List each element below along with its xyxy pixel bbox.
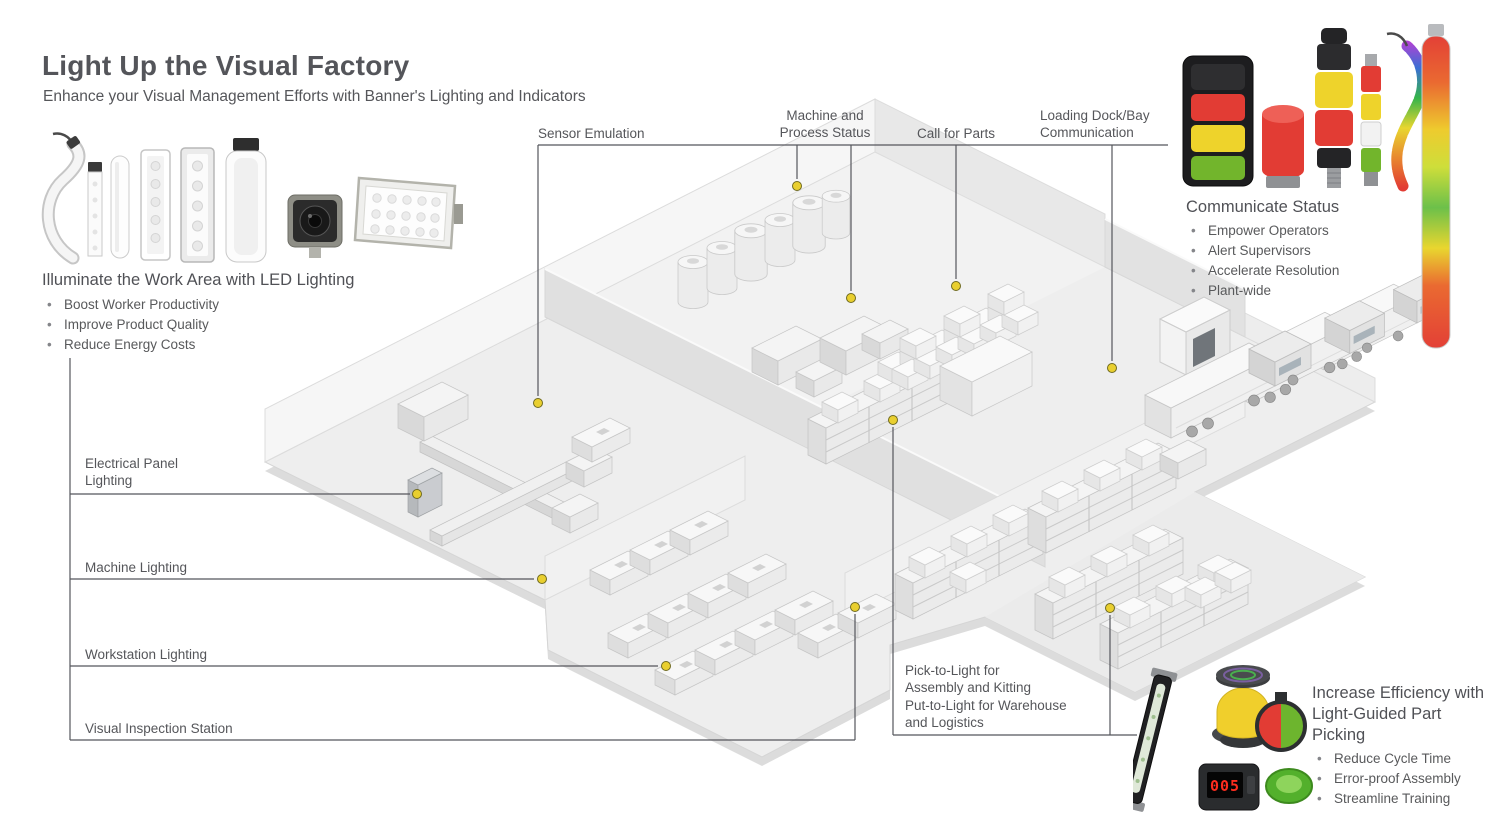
bullet-text: Accelerate Resolution [1208, 263, 1340, 278]
bullet-text: Reduce Cycle Time [1334, 751, 1452, 766]
led-tube-light-icon [110, 155, 130, 259]
callout-label-visual-inspection-station: Visual Inspection Station [85, 721, 233, 736]
bullet-dot: • [1191, 283, 1196, 298]
bullet-text: Boost Worker Productivity [64, 297, 220, 312]
status-section-heading: Communicate Status [1186, 198, 1340, 216]
callout-label-sensor-emulation: Sensor Emulation [538, 126, 645, 141]
list-item: • Improve Product Quality [47, 315, 219, 335]
work-area-light-icon [353, 176, 463, 250]
location-markers [412, 181, 1117, 671]
list-item: • Plant-wide [1191, 281, 1339, 301]
bullet-text: Error-proof Assembly [1334, 771, 1461, 786]
efficiency-bullet-list: • Reduce Cycle Time • Error-proof Assembly… [1317, 749, 1461, 809]
bi-color-indicator-icon [1255, 692, 1307, 752]
bullet-dot: • [1191, 263, 1196, 278]
callout-label-workstation-lighting: Workstation Lighting [85, 647, 208, 662]
led-section-heading: Illuminate the Work Area with LED Lighti… [42, 271, 355, 289]
callout-label-loading-dock-bay: Loading Dock/Bay Communication [1040, 108, 1150, 140]
display-readout: 005 [1210, 777, 1240, 795]
list-item: • Boost Worker Productivity [47, 295, 219, 315]
led-bar-light-icon [180, 147, 215, 263]
bullet-text: Empower Operators [1208, 223, 1329, 238]
loading-dock-door [1158, 296, 1232, 376]
spot-light-icon [287, 194, 343, 258]
callout-label-put-to-light: Put-to-Light for Warehouse and Logistics [905, 698, 1067, 730]
multicolor-strip-light-icon [1421, 24, 1451, 349]
list-item: • Empower Operators [1191, 221, 1339, 241]
callout-label-machine-process-status: Machine and Process Status [779, 108, 871, 140]
status-products [1182, 24, 1451, 349]
ez-status-indicator-icon [1182, 55, 1254, 187]
bullet-text: Improve Product Quality [64, 317, 209, 332]
bullet-text: Plant-wide [1208, 283, 1272, 298]
bullet-dot: • [47, 297, 52, 312]
page-title: Light Up the Visual Factory [42, 50, 410, 81]
list-item: • Reduce Cycle Time [1317, 749, 1461, 769]
led-bullet-list: • Boost Worker Productivity • Improve Prod… [47, 295, 219, 355]
bullet-dot: • [1191, 223, 1196, 238]
bullet-dot: • [1317, 791, 1322, 806]
digital-display-icon: 005 [1198, 763, 1260, 811]
page-subtitle: Enhance your Visual Management Efforts w… [43, 88, 586, 105]
segmented-tower-light-icon [1360, 54, 1382, 186]
tower-light-icon [1315, 28, 1353, 188]
optical-touch-button-icon [1265, 768, 1313, 804]
efficiency-section-heading: Increase Efficiency with Light-Guided Pa… [1312, 684, 1485, 744]
list-item: • Reduce Energy Costs [47, 335, 219, 355]
list-item: • Alert Supervisors [1191, 241, 1339, 261]
status-bullet-list: • Empower Operators • Alert Supervisors • A… [1191, 221, 1339, 301]
bullet-text: Alert Supervisors [1208, 243, 1311, 258]
heavy-duty-tube-light-icon [225, 138, 267, 263]
pick-products: 005 [1133, 665, 1313, 812]
flexible-rgb-strip-icon [1386, 32, 1428, 192]
mini-strip-light-icon [87, 162, 103, 257]
list-item: • Error-proof Assembly [1317, 769, 1461, 789]
callout-label-call-for-parts: Call for Parts [916, 126, 996, 141]
bullet-dot: • [1317, 751, 1322, 766]
bullet-text: Streamline Training [1334, 791, 1451, 806]
bullet-text: Reduce Energy Costs [64, 337, 196, 352]
bullet-dot: • [1317, 771, 1322, 786]
list-item: • Accelerate Resolution [1191, 261, 1339, 281]
bullet-dot: • [47, 337, 52, 352]
bullet-dot: • [1191, 243, 1196, 258]
callout-label-electrical-panel-lighting: Electrical Panel Lighting [85, 456, 179, 488]
callout-label-machine-lighting: Machine Lighting [85, 560, 188, 575]
pick-iq-sensor-bar-icon [1133, 667, 1178, 812]
flexible-led-strip-icon [41, 132, 86, 265]
led-strip-light-icon [140, 149, 171, 261]
callout-label-pick-to-light: Pick-to-Light for Assembly and Kitting [905, 663, 1032, 695]
list-item: • Streamline Training [1317, 789, 1461, 809]
led-products [41, 132, 463, 265]
bullet-dot: • [47, 317, 52, 332]
domed-indicator-icon [1262, 105, 1304, 188]
